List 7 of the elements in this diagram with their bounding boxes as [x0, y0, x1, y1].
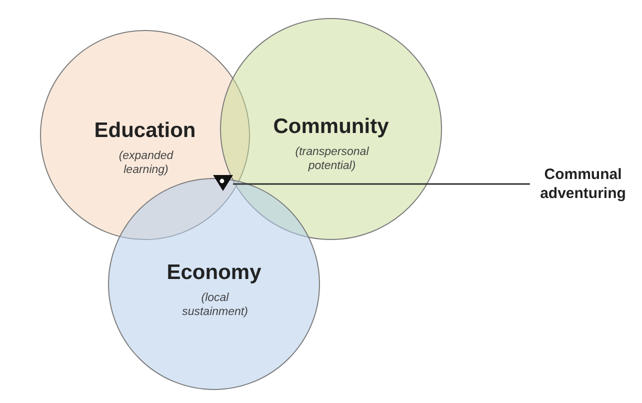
circle-subtitle: (local sustainment)	[181, 291, 249, 319]
circle-subtitle: (expanded learning)	[118, 149, 174, 177]
circle-subtitle: (transpersonal potential)	[294, 145, 370, 173]
callout-label: Communal adventuring	[530, 165, 636, 205]
circle-title: Education	[93, 119, 197, 143]
circle-title: Economy	[166, 261, 262, 285]
circle-title: Community	[272, 115, 390, 139]
